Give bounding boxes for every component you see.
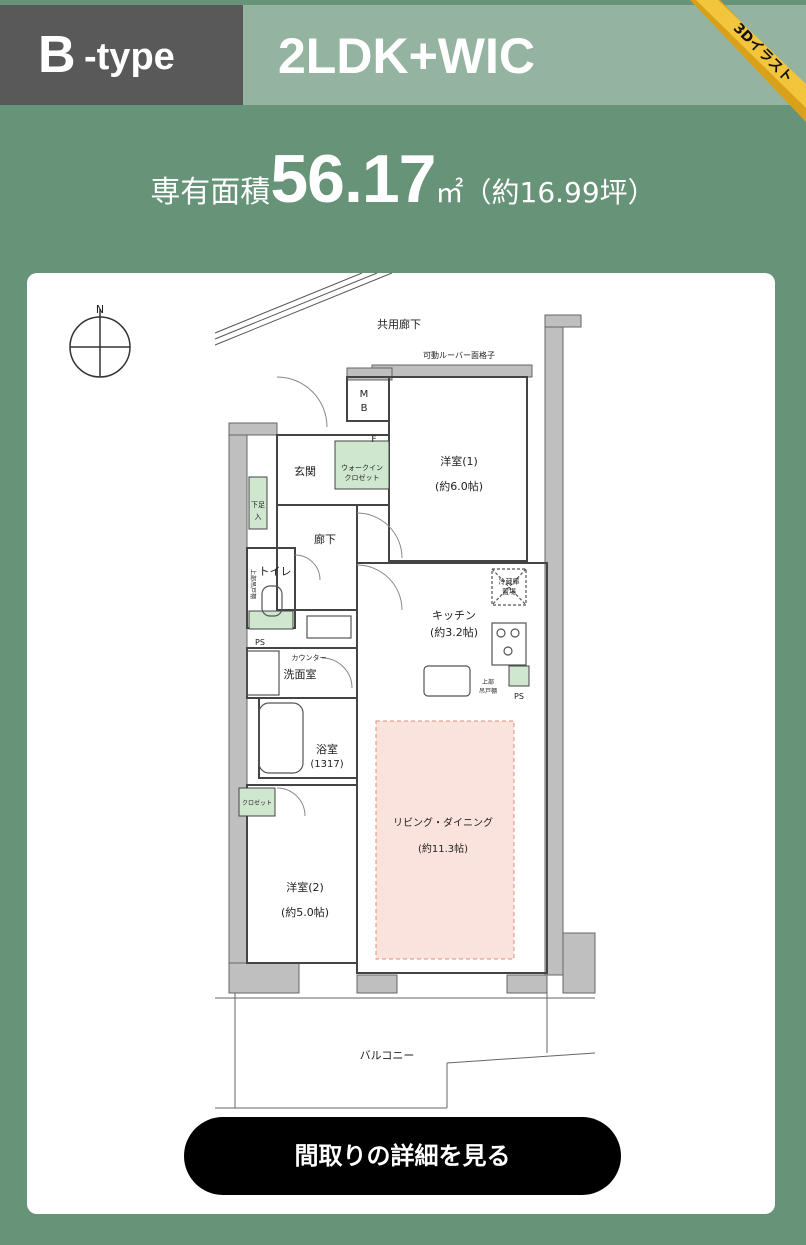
corridor-edge <box>214 273 393 346</box>
view-floorplan-details-button[interactable]: 間取りの詳細を見る <box>184 1117 621 1195</box>
label-closet: クロゼット <box>242 799 272 807</box>
label-balcony: バルコニー <box>360 1049 415 1062</box>
label-bath: 浴室 <box>316 742 338 756</box>
type-label-box: B -type <box>0 5 243 105</box>
label-shoes-2: 入 <box>255 513 262 521</box>
label-genkan: 玄関 <box>294 464 316 478</box>
label-yoshitsu1: 洋室(1) <box>440 454 478 468</box>
label-kitchen-shelf-1: 上部 <box>482 678 494 686</box>
label-f: F <box>371 435 376 445</box>
label-kitchen: キッチン <box>432 609 476 622</box>
label-counter: カウンター <box>292 653 327 662</box>
type-suffix: -type <box>84 36 175 78</box>
label-shoes-1: 下足 <box>251 501 265 509</box>
label-wic-1: ウォークイン <box>341 464 383 472</box>
fixtures <box>246 568 527 774</box>
label-toilet: トイレ <box>259 565 292 578</box>
label-roka: 廊下 <box>314 532 336 546</box>
3d-illustration-badge: 3Dイラスト <box>690 0 806 122</box>
label-yoshitsu1-size: (約6.0帖) <box>435 479 483 493</box>
label-washroom: 洗面室 <box>284 667 317 681</box>
label-yoshitsu2: 洋室(2) <box>286 880 324 894</box>
label-bath-size: (1317) <box>310 759 343 770</box>
area-label: 専有面積 <box>150 175 271 210</box>
storage-areas <box>238 440 530 817</box>
outer-walls <box>228 314 596 994</box>
compass-north-label: N <box>96 303 104 316</box>
area-tsubo: （約16.99坪） <box>463 176 656 209</box>
label-wic-2: クロゼット <box>345 473 380 482</box>
label-mb-m: M <box>360 389 369 400</box>
balcony-outline <box>215 993 596 1109</box>
room-walls <box>246 376 548 974</box>
door-swings <box>276 376 403 817</box>
compass-icon: N <box>69 303 131 378</box>
area-value: 56.17 <box>270 141 436 217</box>
label-louver: 可動ルーバー面格子 <box>423 350 495 360</box>
label-yoshitsu2-size: (約5.0帖) <box>281 905 329 919</box>
label-corridor: 共用廊下 <box>377 317 421 331</box>
label-ldk: リビング・ダイニング <box>393 816 493 829</box>
label-mb-b: B <box>361 403 368 414</box>
area-unit: ㎡ <box>435 176 464 209</box>
label-kitchen-shelf-2: 吊戸棚 <box>479 687 497 695</box>
floor-area: 専有面積56.17㎡（約16.99坪） <box>0 140 806 218</box>
plan-name: 2LDK+WIC <box>278 28 535 84</box>
ldk-highlight <box>375 720 515 960</box>
floorplan-card: N <box>27 273 775 1214</box>
floorplan-drawing: N <box>69 273 596 1109</box>
label-kitchen-size: (約3.2帖) <box>430 625 478 639</box>
label-fridge-1: 冷蔵庫 <box>499 577 520 586</box>
plan-header: B -type 2LDK+WIC 3Dイラスト <box>0 0 806 122</box>
label-ldk-size: (約11.3帖) <box>418 842 468 855</box>
label-ps-2: PS <box>514 692 524 701</box>
label-ps-1: PS <box>255 638 265 647</box>
type-letter: B <box>38 26 76 84</box>
label-fridge-2: 置場 <box>502 587 516 596</box>
label-toilet-shelf: 上部吊戸棚 <box>249 569 257 599</box>
